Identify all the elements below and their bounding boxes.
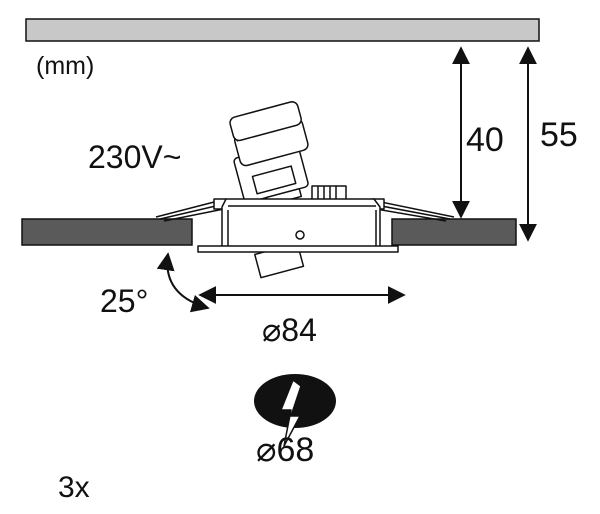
tilt-angle-label: 25° <box>100 283 148 319</box>
cutout-icon <box>254 374 336 447</box>
units-label: (mm) <box>36 52 94 80</box>
cutout-diameter-label: ⌀68 <box>256 431 314 469</box>
ceiling-slab <box>25 18 540 42</box>
spring-clip-left <box>155 200 225 222</box>
tilted-lamp-module <box>229 101 309 279</box>
dimension-label-40: 40 <box>466 121 504 159</box>
housing-screw <box>295 230 305 240</box>
diameter-label-84: ⌀84 <box>262 312 317 348</box>
tilt-angle-arc <box>156 252 210 313</box>
ceiling-panel-left <box>21 218 193 246</box>
voltage-label: 230V~ <box>88 139 181 175</box>
ceiling-panel-right <box>391 218 517 246</box>
dimension-label-55: 55 <box>540 116 578 154</box>
downlight-fixture <box>155 101 455 279</box>
spring-clip-right <box>375 200 455 222</box>
quantity-label: 3x <box>58 471 90 504</box>
lightning-bolt-icon <box>280 379 302 447</box>
trim-ring <box>197 245 399 253</box>
